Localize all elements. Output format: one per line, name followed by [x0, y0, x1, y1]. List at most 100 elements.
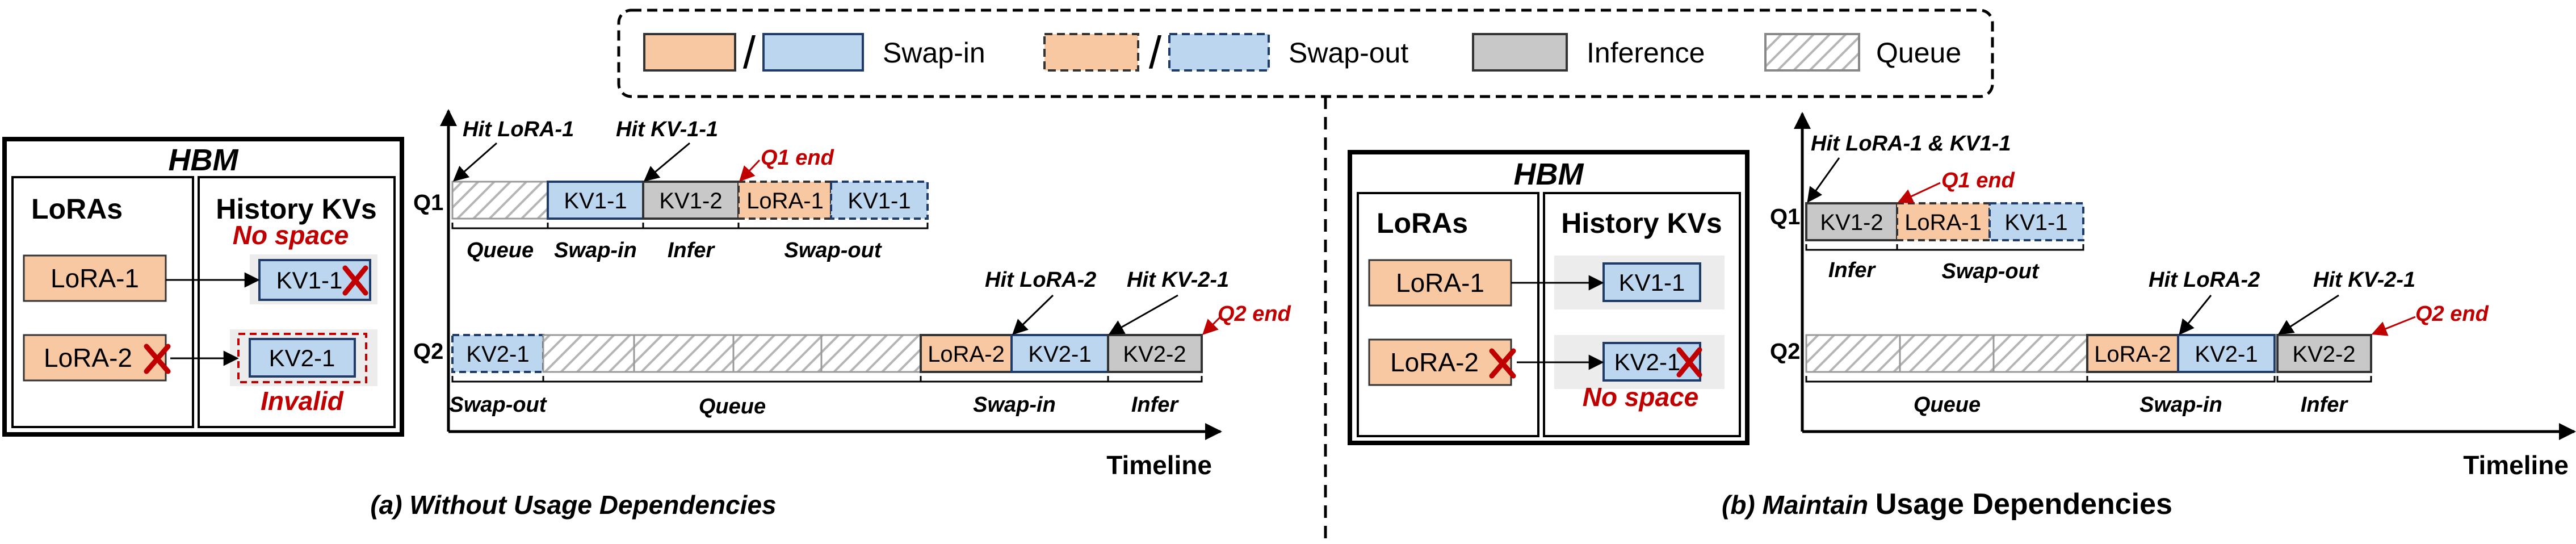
- right-kv2-label: KV2-1: [1614, 349, 1681, 375]
- right-q2-swapin-caption: Swap-in: [2139, 393, 2222, 417]
- right-q1-label: Q1: [1770, 204, 1800, 229]
- left-q2-queue-block-4: [820, 334, 922, 373]
- left-hbm-panel: HBM LoRAs History KVs No space LoRA-1 KV…: [2, 137, 404, 437]
- right-hit-kv21-arrow: [2277, 294, 2339, 335]
- right-caption-prefix: (b) Maintain: [1722, 490, 1876, 520]
- legend-kv-swatch-dashed: [1168, 33, 1270, 72]
- right-q2-swapin-kv21-label: KV2-1: [2195, 342, 2258, 367]
- legend: / Swap-in / Swap-out Inference Queue: [617, 9, 1994, 98]
- left-hit-lora2-arrow: [1012, 294, 1054, 335]
- right-q2-infer-caption: Infer: [2301, 393, 2349, 417]
- right-q2-queue-block-2: [1899, 334, 1995, 373]
- right-q2-swapin-lora2-label: LoRA-2: [2094, 342, 2171, 367]
- right-q1-end-arrow: [1897, 182, 1941, 203]
- left-q1-swapout-lora-label: LoRA-1: [746, 189, 824, 214]
- right-q1-infer-caption: Infer: [1828, 258, 1877, 282]
- left-q2-swapin-kv21-label: KV2-1: [1028, 342, 1091, 367]
- legend-swap-out-label: Swap-out: [1289, 37, 1408, 69]
- left-q2-queue-block-1: [542, 334, 635, 373]
- left-q1-swapout-kv-label: KV1-1: [848, 189, 911, 214]
- legend-frame: [617, 9, 1994, 98]
- legend-slash-1: /: [743, 27, 756, 78]
- right-caption: (b) Maintain Usage Dependencies: [1722, 488, 2172, 521]
- left-q1-queue-block: [451, 181, 549, 220]
- legend-inference-swatch: [1472, 33, 1568, 72]
- right-kv2-evicted-x-icon: [1676, 347, 1702, 378]
- left-q2-label: Q2: [413, 339, 443, 364]
- left-hit-kv11-arrow: [643, 142, 690, 182]
- left-hit-kv21-arrow: [1108, 294, 1178, 335]
- left-kv1-evicted-x-icon: [342, 265, 368, 296]
- left-q1-swapin-kv11-label: KV1-1: [564, 189, 627, 214]
- left-lora1-label: LoRA-1: [51, 263, 139, 293]
- right-loras-title: LoRAs: [1377, 207, 1468, 239]
- right-lora1-block: [1368, 259, 1512, 307]
- left-q1-infer-caption: Infer: [668, 238, 716, 262]
- right-hit-lora2-arrow: [2179, 295, 2212, 336]
- right-hit-lora2-label: Hit LoRA-2: [2149, 268, 2260, 292]
- left-hit-lora1-label: Hit LoRA-1: [463, 118, 574, 141]
- right-lora2-block: [1368, 338, 1512, 386]
- left-no-space-label: No space: [233, 220, 349, 250]
- right-kvs-title: History KVs: [1561, 207, 1722, 239]
- left-q2-queue-caption: Queue: [699, 395, 766, 419]
- left-q1-swapin-caption: Swap-in: [554, 238, 637, 262]
- right-lora2-evicted-x-icon: [1489, 348, 1516, 379]
- right-q2-queue-block-3: [1992, 334, 2088, 373]
- left-q2-end-label: Q2 end: [1218, 302, 1291, 326]
- left-q2-infer-block: [1107, 334, 1203, 373]
- left-q1-swapout-kv-block: [830, 181, 929, 220]
- left-kv1-label: KV1-1: [276, 267, 343, 294]
- right-q1-brackets: [1805, 244, 2084, 251]
- left-q2-brackets: [451, 376, 1203, 383]
- left-q1-swapout-lora-block: [737, 181, 832, 220]
- left-q2-queue-block-3: [732, 334, 823, 373]
- right-q2-brackets: [1805, 376, 2372, 383]
- right-q1-infer-label: KV1-2: [1820, 210, 1883, 235]
- left-lora2-evicted-x-icon: [144, 344, 171, 374]
- legend-inference-label: Inference: [1587, 37, 1705, 69]
- left-q1-end-label: Q1 end: [761, 146, 834, 170]
- right-lora2-label: LoRA-2: [1390, 348, 1479, 377]
- left-loras-frame: [11, 176, 194, 428]
- left-q1-end-arrow: [739, 159, 761, 182]
- left-kvs-title: History KVs: [216, 193, 376, 225]
- right-kvs-frame: [1543, 192, 1741, 437]
- right-hit-both-arrow: [1807, 157, 1840, 203]
- left-q1-swapin-kv11-block: [547, 181, 644, 220]
- left-hit-kv11-label: Hit KV-1-1: [616, 118, 718, 141]
- legend-lora-swatch-solid: [643, 33, 736, 72]
- legend-queue-swatch: [1764, 33, 1860, 72]
- right-hit-both-label: Hit LoRA-1 & KV1-1: [1811, 132, 2011, 156]
- left-q1-infer-block: [642, 181, 740, 220]
- left-hit-lora2-label: Hit LoRA-2: [985, 268, 1096, 292]
- left-timeline-label: Timeline: [1106, 450, 1212, 480]
- left-q2-infer-caption: Infer: [1131, 393, 1180, 417]
- left-q2-infer-label: KV2-2: [1123, 342, 1186, 367]
- legend-kv-swatch-solid: [762, 33, 864, 72]
- right-kv1-label: KV1-1: [1619, 269, 1685, 296]
- left-kv2-label: KV2-1: [269, 345, 335, 371]
- left-caption: (a) Without Usage Dependencies: [370, 490, 776, 520]
- right-q2-label: Q2: [1770, 339, 1800, 364]
- right-hbm-title: HBM: [1514, 157, 1584, 191]
- left-q1-swapout-caption: Swap-out: [784, 238, 882, 262]
- right-loras-frame: [1357, 192, 1539, 437]
- right-caption-emphasis: Usage Dependencies: [1876, 488, 2172, 521]
- right-lora1-label: LoRA-1: [1396, 268, 1484, 298]
- left-lora2-label: LoRA-2: [44, 343, 132, 373]
- left-q2-swapout-kv21-label: KV2-1: [466, 342, 529, 367]
- left-hbm-title: HBM: [169, 143, 239, 177]
- left-lora2-block: [23, 334, 167, 382]
- left-q2-swapin-caption: Swap-in: [973, 393, 1056, 417]
- right-q1-swapout-kv-label: KV1-1: [2004, 210, 2067, 235]
- right-hbm-panel: HBM LoRAs History KVs LoRA-1 KV1-1 LoRA-…: [1348, 150, 1750, 445]
- right-q2-infer-block: [2276, 334, 2372, 373]
- right-q2-swapin-kv21-block: [2177, 334, 2276, 373]
- right-no-space-label: No space: [1583, 382, 1699, 412]
- right-q1-swapout-lora-label: LoRA-1: [1904, 210, 1982, 235]
- left-q2-swapout-caption: Swap-out: [450, 393, 547, 417]
- right-kv2-block: [1602, 342, 1701, 382]
- left-q2-queue-block-2: [633, 334, 735, 373]
- right-q1-end-label: Q1 end: [1941, 169, 2015, 193]
